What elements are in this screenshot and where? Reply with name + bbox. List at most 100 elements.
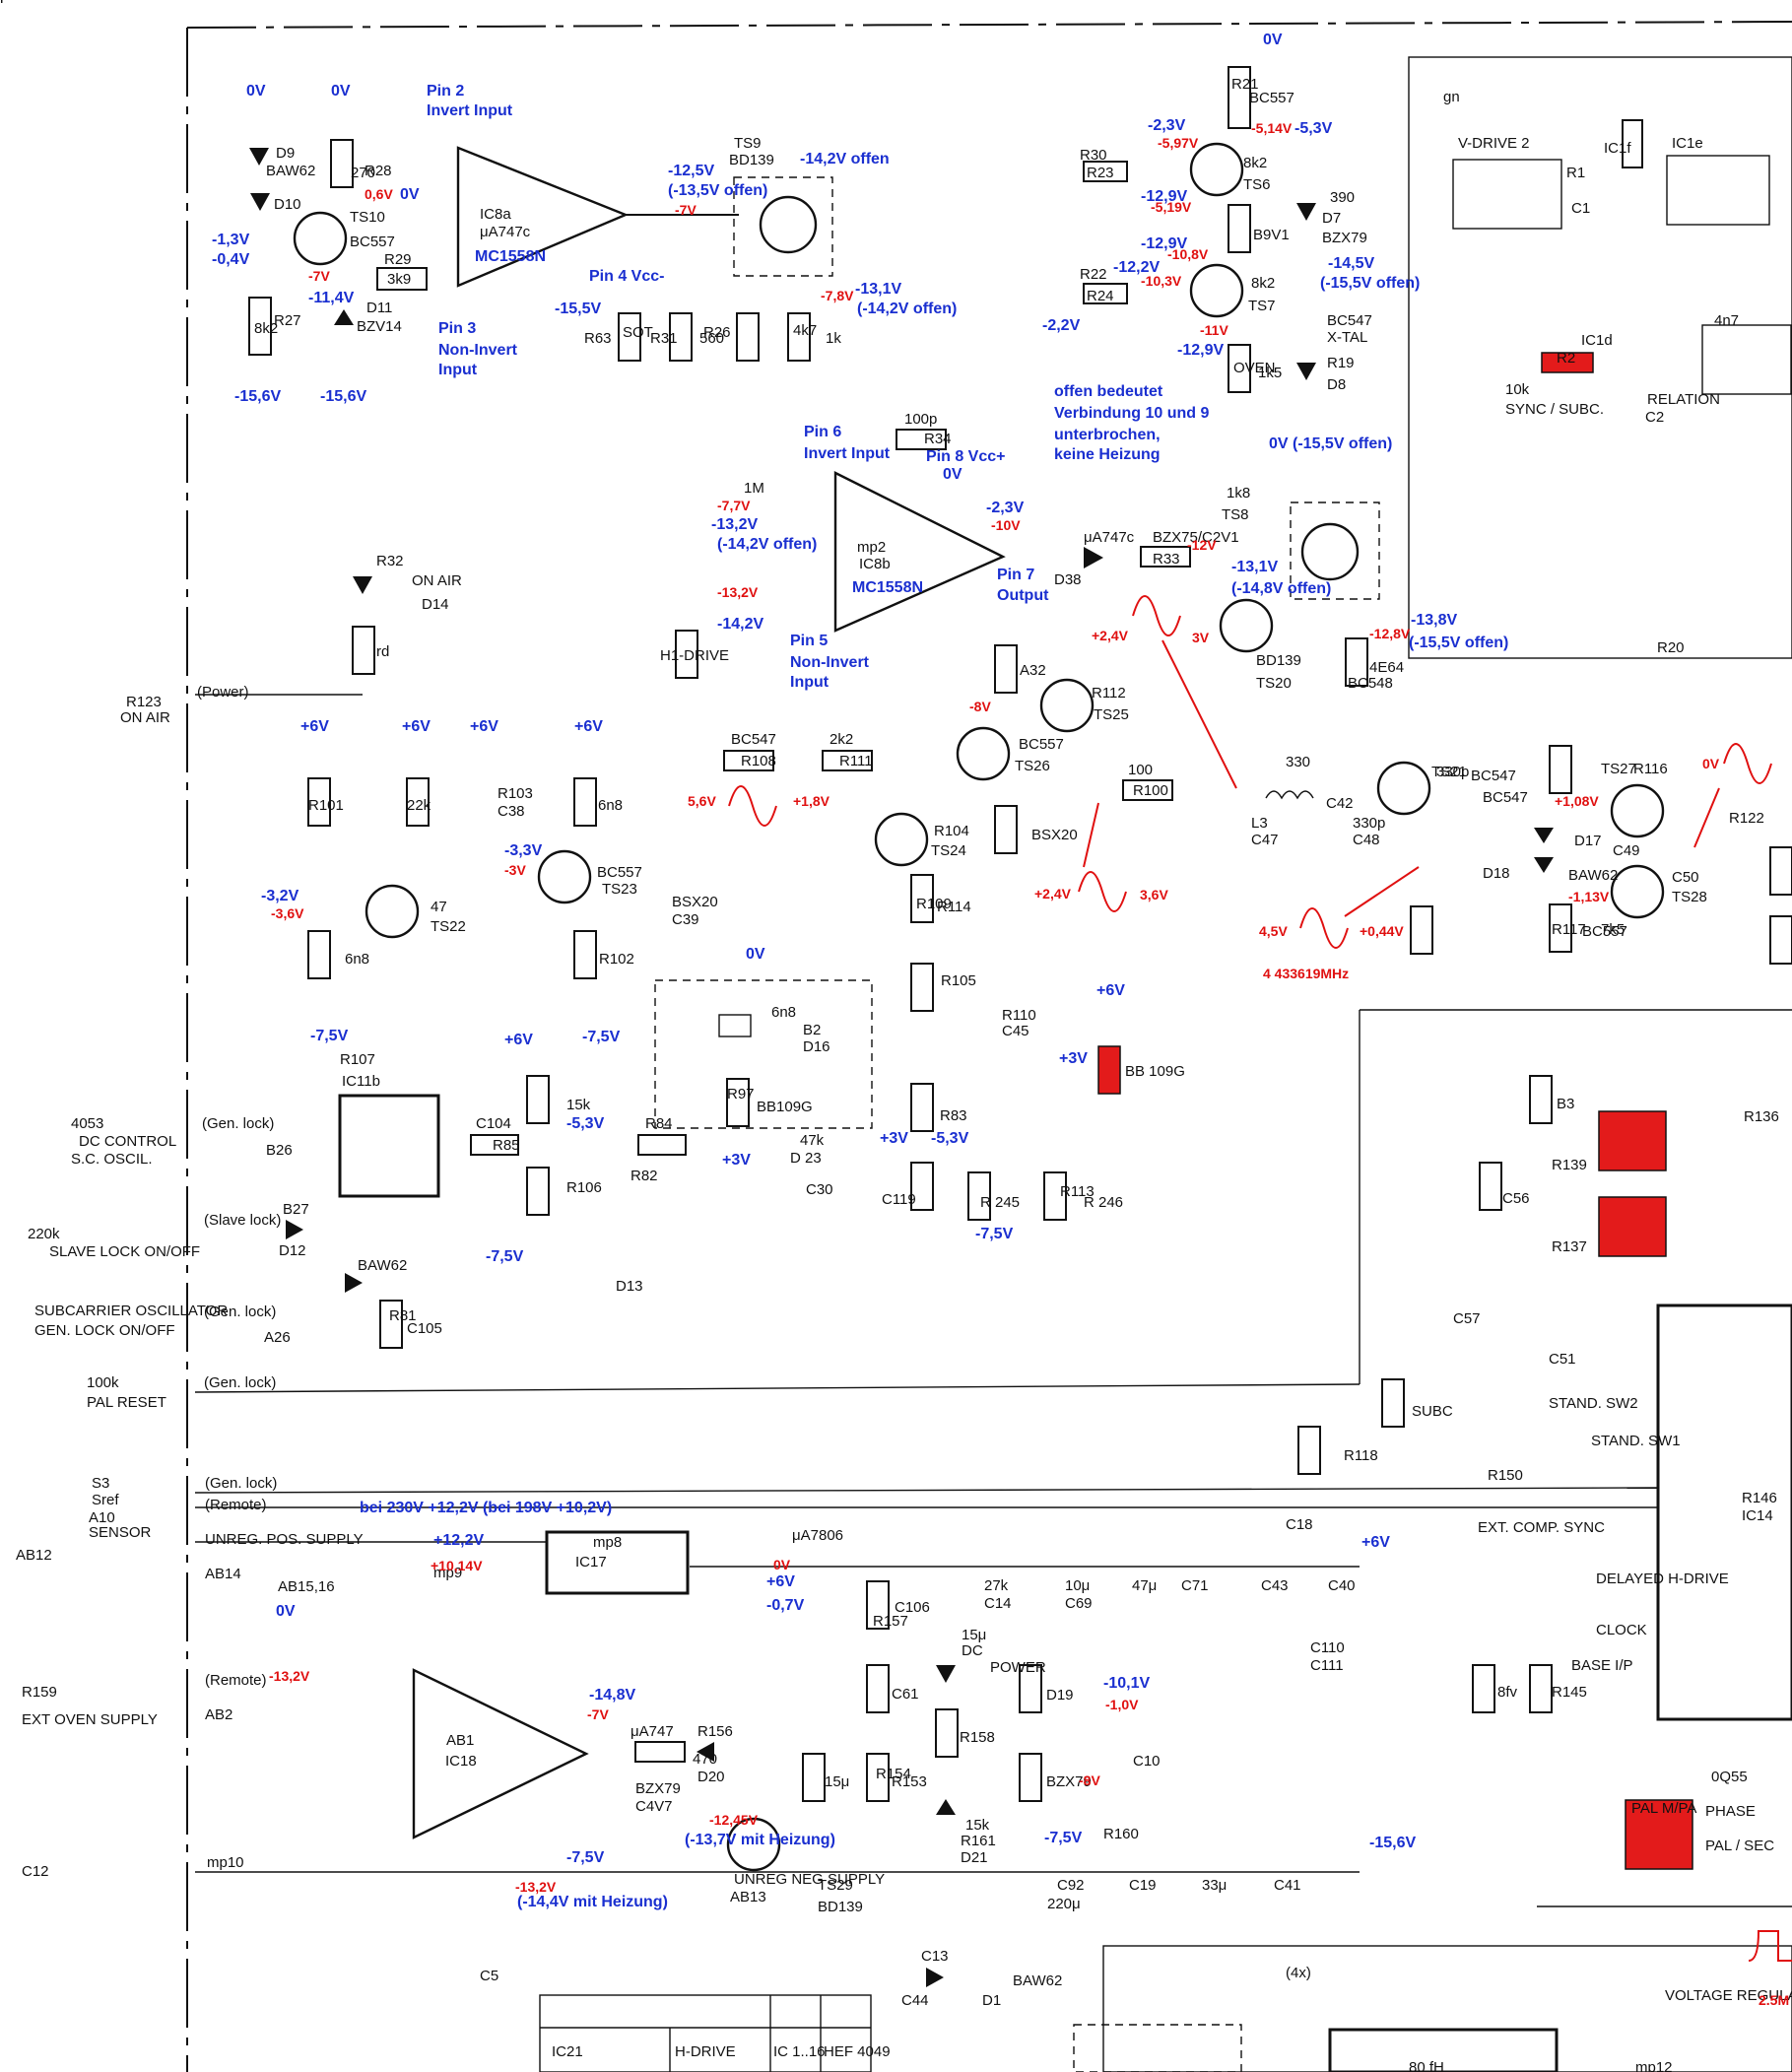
black-label: BAW62 xyxy=(358,1257,407,1274)
blue-label: unterbrochen, xyxy=(1054,427,1161,443)
black-label: ON AIR xyxy=(120,709,170,726)
black-label: 10k xyxy=(1505,381,1530,398)
black-label: mp9 xyxy=(433,1565,462,1581)
black-label: μA747c xyxy=(1084,529,1135,546)
r102-resistor xyxy=(307,930,331,979)
black-label: 2k2 xyxy=(830,731,853,748)
r145-resistor xyxy=(1472,1664,1495,1713)
black-label: mp12 xyxy=(1635,2059,1673,2072)
blue-label: Pin 3 xyxy=(438,320,476,337)
blue-label: -12,2V xyxy=(1113,259,1160,276)
blue-label: 0V xyxy=(276,1603,296,1620)
black-label: C51 xyxy=(1549,1351,1576,1368)
blue-label: Invert Input xyxy=(427,102,513,119)
ic8b-opamp xyxy=(833,471,1006,633)
r160-resistor xyxy=(1019,1753,1042,1802)
black-label: R139 xyxy=(1552,1157,1587,1173)
black-label: BC547 xyxy=(731,731,776,748)
black-label: TS28 xyxy=(1672,889,1707,905)
black-label: 6n8 xyxy=(598,797,623,814)
black-label: (Slave lock) xyxy=(204,1212,281,1229)
blue-label: (-15,5V offen) xyxy=(1320,275,1420,292)
black-label: C39 xyxy=(672,911,699,928)
black-label: R81 xyxy=(389,1307,417,1324)
r63-resistor xyxy=(618,312,641,362)
blue-label: (-14,2V offen) xyxy=(717,536,817,553)
blue-label: -5,3V xyxy=(931,1130,969,1147)
red-label: +0,44V xyxy=(1360,923,1404,939)
red-label: -1,0V xyxy=(1105,1697,1139,1712)
black-label: TS23 xyxy=(602,881,637,898)
black-label: 8k2 xyxy=(1251,275,1275,292)
black-label: STAND. SW1 xyxy=(1591,1433,1681,1449)
blue-label: +12,2V xyxy=(433,1532,484,1549)
black-label: C41 xyxy=(1274,1877,1301,1894)
blue-label: bei 230V +12,2V (bei 198V +10,2V) xyxy=(360,1500,612,1516)
blue-label: Pin 2 xyxy=(427,83,464,100)
black-label: D7 xyxy=(1322,210,1341,227)
black-label: SENSOR xyxy=(89,1524,152,1541)
black-label: Sref xyxy=(92,1492,119,1508)
blue-label: -15,6V xyxy=(1369,1835,1416,1851)
black-label: C45 xyxy=(1002,1023,1029,1039)
ts29-transistor xyxy=(726,1817,781,1872)
r246-resistor xyxy=(967,1171,991,1221)
d1-diode-icon xyxy=(926,1968,944,1987)
blue-label: 0V xyxy=(246,83,266,100)
red-label: -10,3V xyxy=(1141,273,1182,289)
black-label: TS22 xyxy=(431,918,466,935)
black-label: DC xyxy=(962,1642,983,1659)
blue-label: -5,3V xyxy=(566,1115,605,1132)
red-label: -5,19V xyxy=(1151,199,1192,215)
ic1e-box xyxy=(1452,159,1562,230)
waveform-out xyxy=(1299,907,1349,949)
blue-label: MC1558N xyxy=(475,248,546,265)
black-label: 4k7 xyxy=(793,322,817,339)
blue-label: -13,1V xyxy=(855,281,901,298)
r81-resistor xyxy=(379,1300,403,1349)
black-label: R21 xyxy=(1231,76,1259,93)
r27-resistor xyxy=(248,297,272,356)
bottom-dashed-box xyxy=(1073,2024,1242,2072)
black-label: 100p xyxy=(904,411,937,428)
blue-label: -13,2V xyxy=(711,516,758,533)
black-label: 4n7 xyxy=(1714,312,1739,329)
d18-diode-icon xyxy=(1534,857,1554,873)
black-label: D16 xyxy=(803,1038,830,1055)
waveform-ts24 xyxy=(1078,871,1127,912)
ts23-transistor xyxy=(537,849,592,904)
ic18-opamp xyxy=(412,1668,589,1839)
black-label: 15k xyxy=(965,1817,990,1834)
black-label: IC14 xyxy=(1742,1507,1773,1524)
r111-resistor xyxy=(822,750,873,771)
black-label: R22 xyxy=(1080,266,1107,283)
black-label: R111 xyxy=(839,753,873,769)
black-label: R159 xyxy=(22,1684,57,1701)
black-label: 220μ xyxy=(1047,1896,1081,1912)
black-label: 1M xyxy=(744,480,764,497)
red-label: +1,08V xyxy=(1555,793,1599,809)
red-label: -12V xyxy=(1187,537,1217,553)
black-label: C4V7 xyxy=(635,1798,673,1815)
black-label: 560 xyxy=(699,330,724,347)
black-label: BC557 xyxy=(1249,90,1294,106)
r158-resistor xyxy=(866,1753,890,1802)
black-label: DELAYED H-DRIVE xyxy=(1596,1571,1729,1587)
black-label: gn xyxy=(1443,89,1460,105)
black-label: R109 xyxy=(916,896,952,912)
waveform-ts27 xyxy=(1723,743,1772,784)
black-label: μA7806 xyxy=(792,1527,843,1544)
blue-label: 0V xyxy=(331,83,351,100)
black-label: EXT. COMP. SYNC xyxy=(1478,1519,1605,1536)
black-label: R23 xyxy=(1087,165,1114,181)
black-label: BC557 xyxy=(1019,736,1064,753)
black-label: C111 xyxy=(1310,1657,1344,1674)
blue-label: (-15,5V offen) xyxy=(1409,635,1508,651)
black-label: IC 1..16 xyxy=(773,2043,826,2060)
black-label: R112 xyxy=(1092,685,1126,702)
black-label: R104 xyxy=(934,823,969,839)
black-label: C5 xyxy=(480,1968,498,1984)
black-label: 330p xyxy=(1436,764,1469,780)
black-label: C47 xyxy=(1251,832,1279,848)
